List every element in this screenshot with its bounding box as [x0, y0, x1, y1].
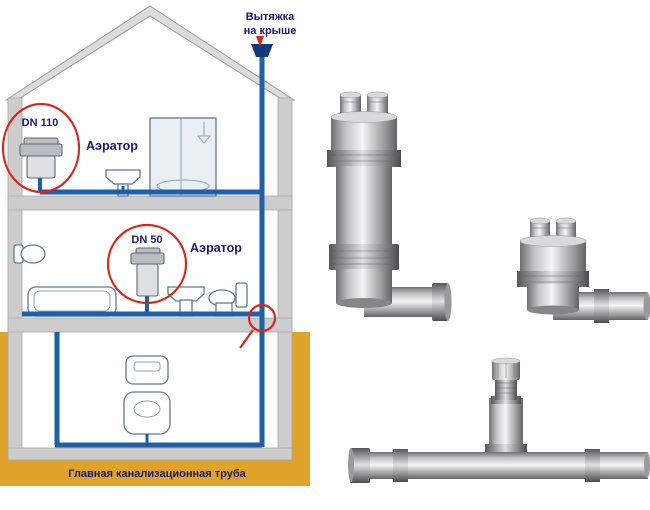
photo-aerator-dn50	[517, 217, 650, 323]
floor-slab-upper	[7, 195, 293, 211]
roof-vent-label-line2: на крыше	[244, 25, 297, 37]
roof-vent-label-line1: Вытяжка	[246, 11, 295, 23]
highlight-circle-junction	[247, 303, 277, 333]
aerator-top-label: Аэратор	[86, 139, 138, 153]
roof-vent-arrow	[256, 36, 264, 47]
labels: Вытяжка на крыше DN 110 Аэратор DN 50 Аэ…	[22, 11, 297, 480]
aerator-dn110-device	[19, 137, 63, 179]
highlights	[1, 36, 277, 349]
photo-aerator-dn110	[327, 91, 452, 321]
dn50-label: DN 50	[131, 234, 162, 246]
pipe-network	[22, 56, 265, 448]
highlight-circle-dn110	[1, 102, 81, 194]
ground-bottom	[0, 460, 310, 486]
pipe-coupling-right	[585, 449, 600, 482]
wall-right	[277, 97, 293, 461]
highlight-pointer-line	[239, 329, 254, 349]
fixtures	[13, 117, 248, 435]
highlight-circle-dn50	[106, 223, 188, 305]
basement-fixture-upper	[125, 355, 169, 385]
aerator-mid-label: Аэратор	[190, 241, 242, 255]
floor-slab-middle	[7, 317, 293, 333]
house-diagram: Вытяжка на крыше DN 110 Аэратор DN 50 Аэ…	[0, 5, 310, 486]
main-pipe-label: Главная канализационная труба	[68, 468, 246, 480]
photo-tee-aerator	[348, 357, 650, 483]
shower-cabin	[149, 117, 217, 197]
branch-coupling	[594, 289, 609, 323]
branch-socket	[432, 283, 448, 321]
aerator-dn50-device	[130, 247, 165, 297]
dn110-label: DN 110	[22, 117, 59, 129]
pipe-coupling-left	[393, 449, 408, 482]
floor-slab-bottom	[7, 447, 293, 461]
roof-vent-cap	[251, 44, 273, 57]
tee-neck-threaded	[495, 378, 517, 400]
toilet-middle-left	[13, 244, 46, 264]
toilet-middle-floor	[208, 282, 248, 317]
left-socket	[350, 448, 370, 483]
basement-fixture-lower	[123, 391, 171, 435]
